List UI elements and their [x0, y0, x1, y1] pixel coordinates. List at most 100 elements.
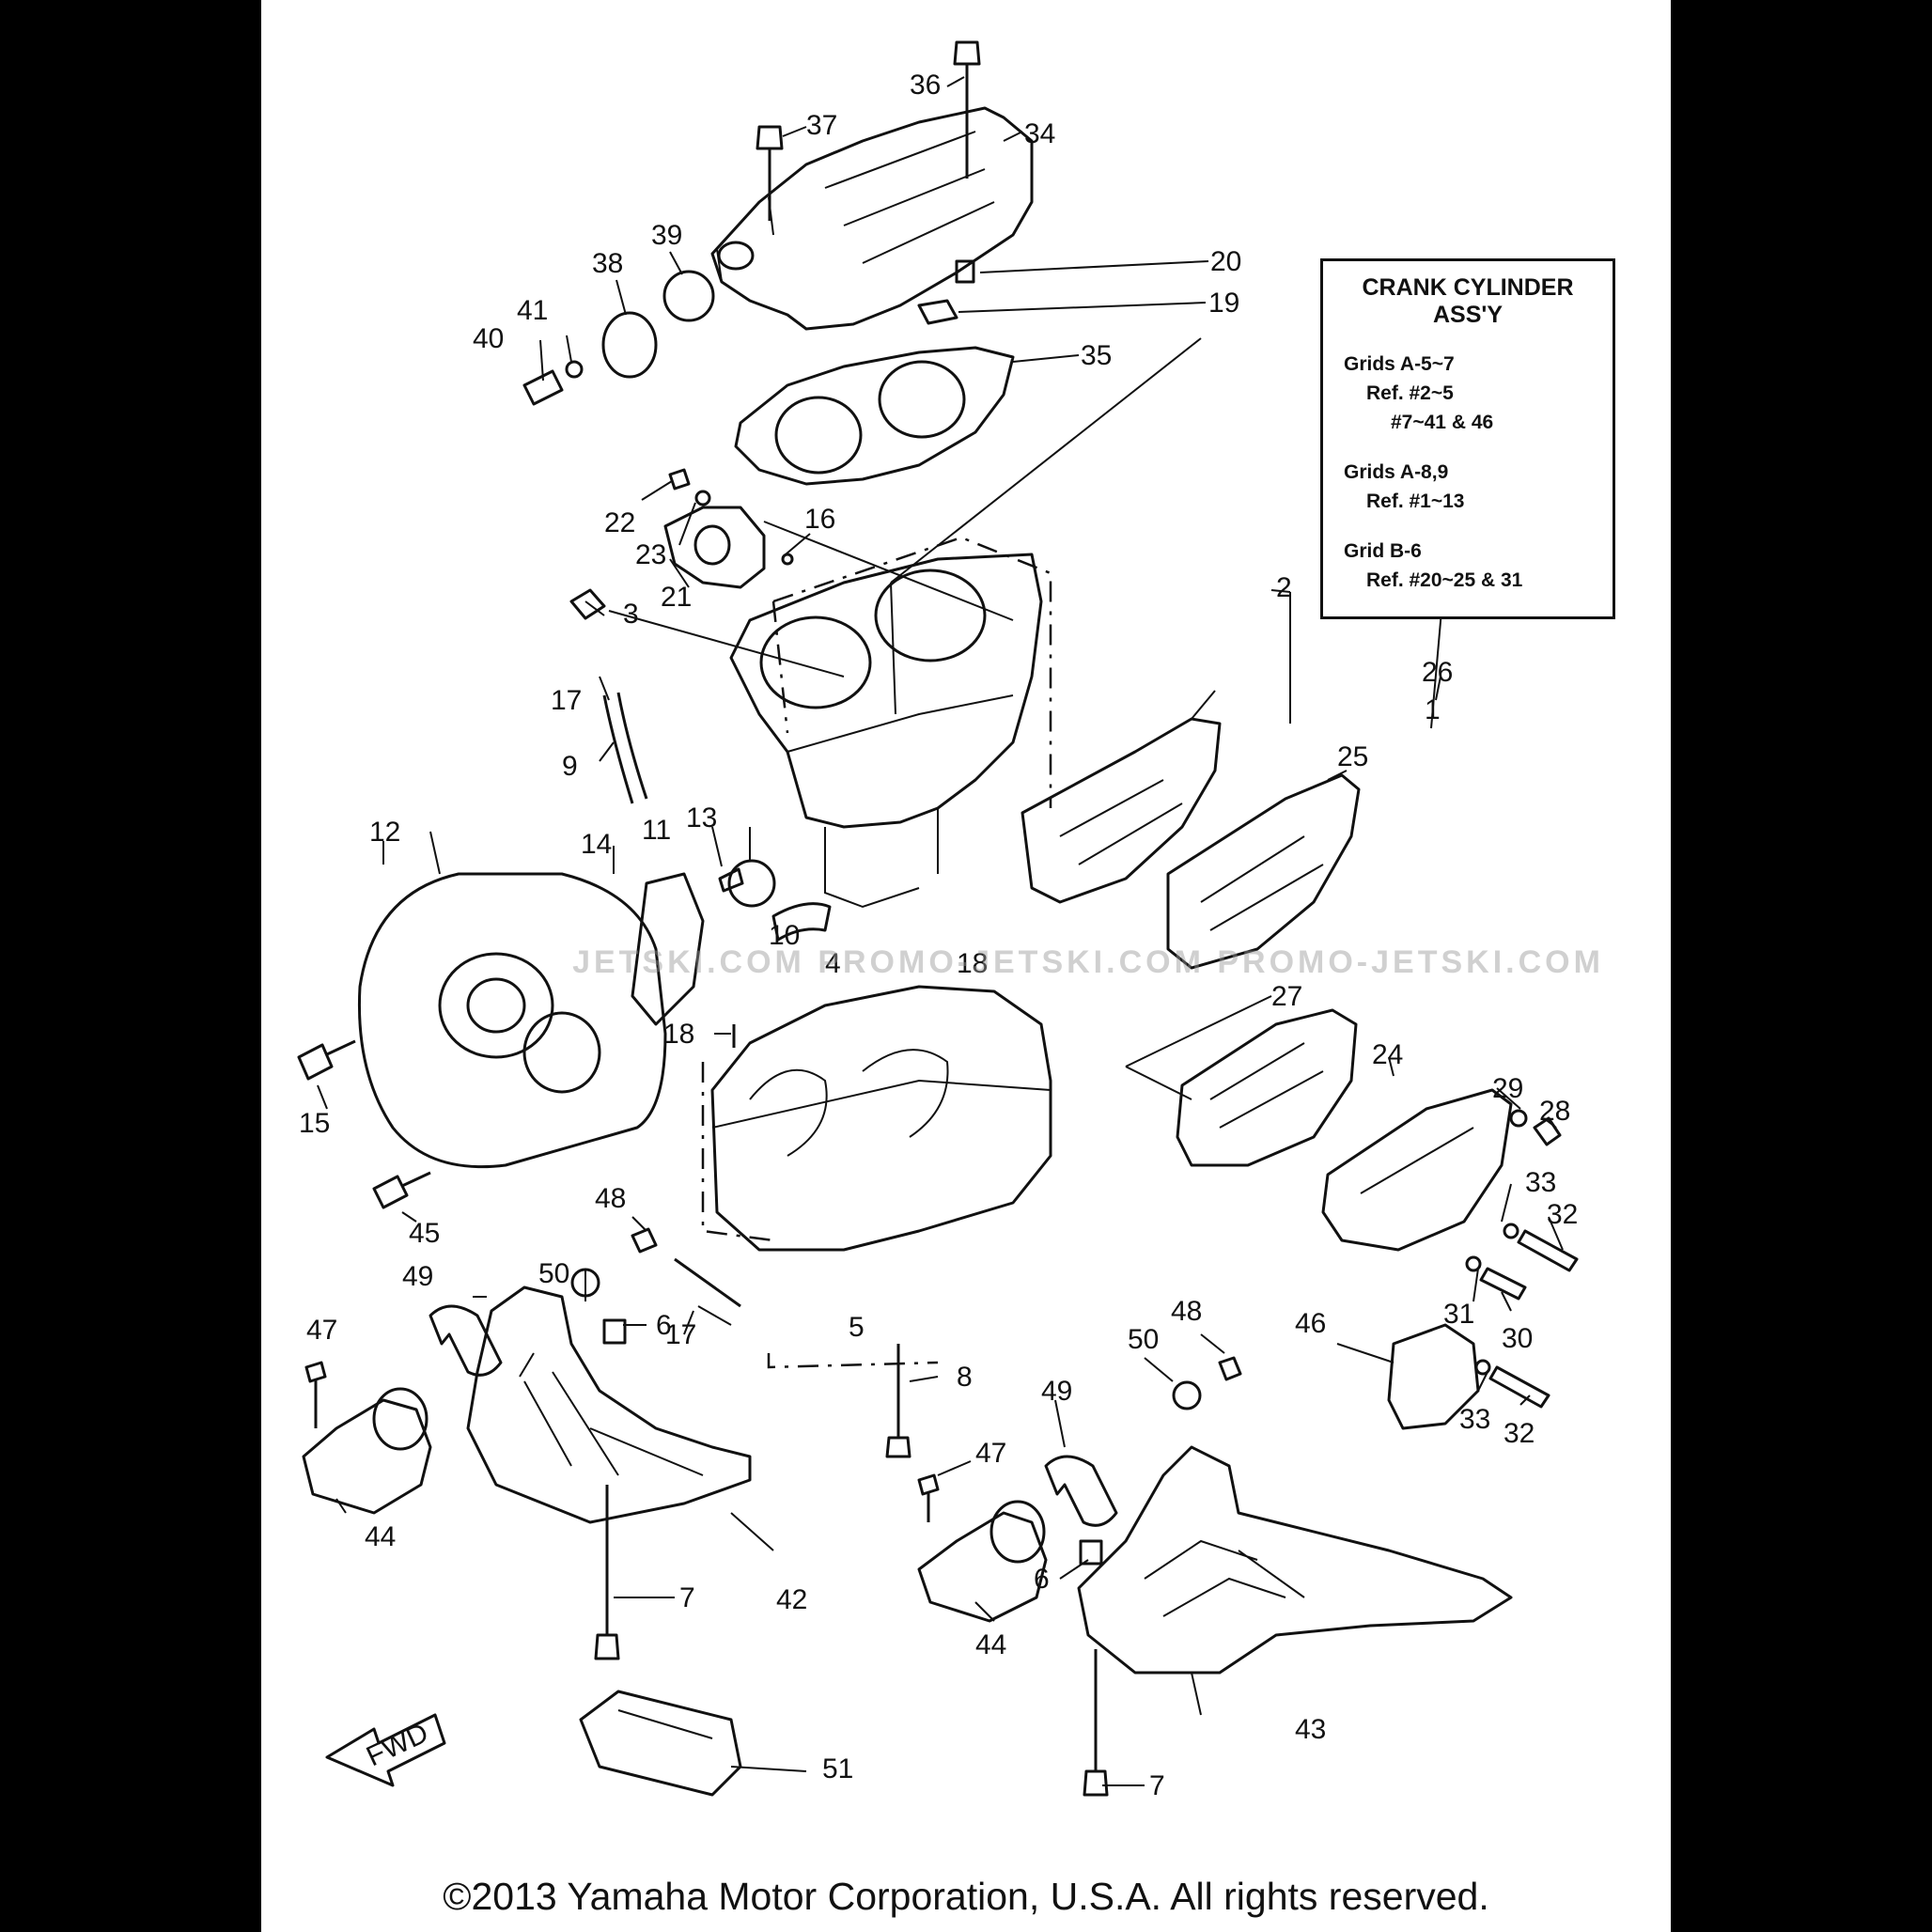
- clamp-19: [917, 299, 958, 325]
- info-group-3: Grid B-6 Ref. #20~25 & 31: [1344, 537, 1613, 595]
- bolt-32b: [1488, 1365, 1550, 1409]
- collar-6a: [602, 1318, 627, 1345]
- info-title-line1: CRANK CYLINDER: [1362, 274, 1574, 301]
- stopper-49a: [428, 1304, 503, 1377]
- engine-bracket-42: [466, 1285, 752, 1524]
- callout-44b: 44: [975, 1629, 1006, 1660]
- callout-21: 21: [661, 582, 692, 613]
- bolt-7a: [594, 1485, 620, 1660]
- info-group-2-grid: Grids A-8,9: [1344, 461, 1449, 483]
- cover-24: [1321, 1088, 1513, 1252]
- callout-1: 1: [1425, 694, 1441, 725]
- washer-41: [565, 360, 584, 379]
- callout-9: 9: [562, 751, 578, 782]
- cover-plate-25: [1166, 773, 1361, 970]
- thermostat-gasket-39: [662, 270, 715, 322]
- callout-22: 22: [604, 507, 635, 538]
- pin-11: [718, 867, 744, 893]
- washer-50b: [1172, 1380, 1202, 1410]
- bracket-46: [1387, 1323, 1480, 1430]
- callout-6a: 6: [656, 1310, 672, 1341]
- callout-50a: 50: [538, 1258, 569, 1289]
- callout-5: 5: [849, 1312, 865, 1343]
- exploded-parts-diagram: FWD: [297, 40, 1579, 1801]
- block-51: [579, 1690, 742, 1797]
- callout-31: 31: [1443, 1299, 1474, 1330]
- callout-32b: 32: [1504, 1418, 1535, 1449]
- callout-47a: 47: [306, 1315, 337, 1346]
- info-box-title: CRANK CYLINDER ASS'Y: [1323, 274, 1613, 329]
- info-group-1-ref: Ref. #2~5: [1366, 382, 1454, 404]
- callout-49b: 49: [1041, 1376, 1072, 1407]
- callout-25: 25: [1337, 741, 1368, 772]
- washer-29: [1509, 1109, 1528, 1128]
- callout-28: 28: [1539, 1096, 1570, 1127]
- washer-23: [694, 490, 711, 506]
- bolt-36: [953, 40, 981, 179]
- plate-20: [955, 259, 975, 284]
- info-group-1-ref-cont: #7~41 & 46: [1391, 412, 1494, 433]
- callout-32a: 32: [1547, 1199, 1578, 1230]
- thermostat-cover-38: [601, 311, 658, 379]
- callout-8: 8: [957, 1362, 973, 1393]
- callout-10: 10: [769, 920, 800, 951]
- callout-11: 11: [642, 815, 671, 846]
- cover-plate-26: [1021, 717, 1222, 904]
- info-group-3-grid: Grid B-6: [1344, 540, 1422, 562]
- bolt-30: [1479, 1267, 1527, 1301]
- callout-50b: 50: [1128, 1324, 1159, 1355]
- callout-39: 39: [651, 220, 682, 251]
- callout-44a: 44: [365, 1521, 396, 1552]
- callout-37: 37: [806, 110, 837, 141]
- callout-26: 26: [1422, 657, 1453, 688]
- bolt-32a: [1517, 1229, 1579, 1272]
- callout-34: 34: [1024, 118, 1055, 149]
- callout-42: 42: [776, 1584, 807, 1615]
- info-group-1-grid: Grids A-5~7: [1344, 353, 1455, 375]
- callout-14: 14: [581, 829, 612, 860]
- washer-33a: [1503, 1223, 1519, 1239]
- parts-diagram-sheet: FWD: [261, 0, 1671, 1932]
- callout-18a: 18: [957, 948, 988, 979]
- callout-12: 12: [369, 817, 400, 848]
- bolt-45: [372, 1175, 409, 1209]
- engine-bracket-43: [1077, 1445, 1513, 1675]
- callout-36: 36: [910, 70, 941, 101]
- callout-7b: 7: [1149, 1770, 1165, 1801]
- crank-cylinder-info-box: CRANK CYLINDER ASS'Y Grids A-5~7 Ref. #2…: [1320, 258, 1615, 619]
- forward-arrow-icon: [325, 1713, 446, 1787]
- callout-4: 4: [825, 948, 841, 979]
- callout-38: 38: [592, 248, 623, 279]
- plug-16: [781, 553, 794, 566]
- hose-9: [602, 694, 634, 804]
- hose-5-line: [674, 1257, 741, 1308]
- engine-mount-44b: [917, 1500, 1048, 1623]
- callout-17a: 17: [551, 685, 582, 716]
- callout-27: 27: [1271, 981, 1302, 1012]
- callout-48a: 48: [595, 1183, 626, 1214]
- callout-40: 40: [473, 323, 504, 354]
- callout-6b: 6: [1034, 1564, 1050, 1595]
- bolt-7b: [1083, 1649, 1109, 1797]
- oil-seal-13: [727, 859, 776, 908]
- engine-mount-44a: [302, 1387, 432, 1515]
- callout-2: 2: [1276, 572, 1292, 603]
- bolt-8: [885, 1344, 911, 1458]
- callout-49a: 49: [402, 1261, 433, 1292]
- callout-41: 41: [517, 295, 548, 326]
- cylinder-head-cover: [710, 106, 1034, 331]
- callout-15: 15: [299, 1108, 330, 1139]
- callout-43: 43: [1295, 1714, 1326, 1745]
- collar-6b: [1079, 1539, 1103, 1566]
- callout-30: 30: [1502, 1323, 1533, 1354]
- bolt-47b: [917, 1473, 940, 1496]
- bolt-47a: [304, 1361, 327, 1383]
- bolt-28: [1533, 1116, 1562, 1146]
- bolt-48b: [1218, 1356, 1242, 1381]
- info-group-2-ref: Ref. #1~13: [1366, 491, 1465, 512]
- info-group-1: Grids A-5~7 Ref. #2~5 #7~41 & 46: [1344, 350, 1613, 437]
- watermark-text: JETSKI.COM PROMO-JETSKI.COM PROMO-JETSKI…: [572, 944, 1604, 980]
- callout-23: 23: [635, 539, 666, 570]
- callout-45: 45: [409, 1218, 440, 1249]
- callout-labels: 36 37 34 39 38 40 41 20 19 35 22 23 21 1…: [299, 70, 1578, 1801]
